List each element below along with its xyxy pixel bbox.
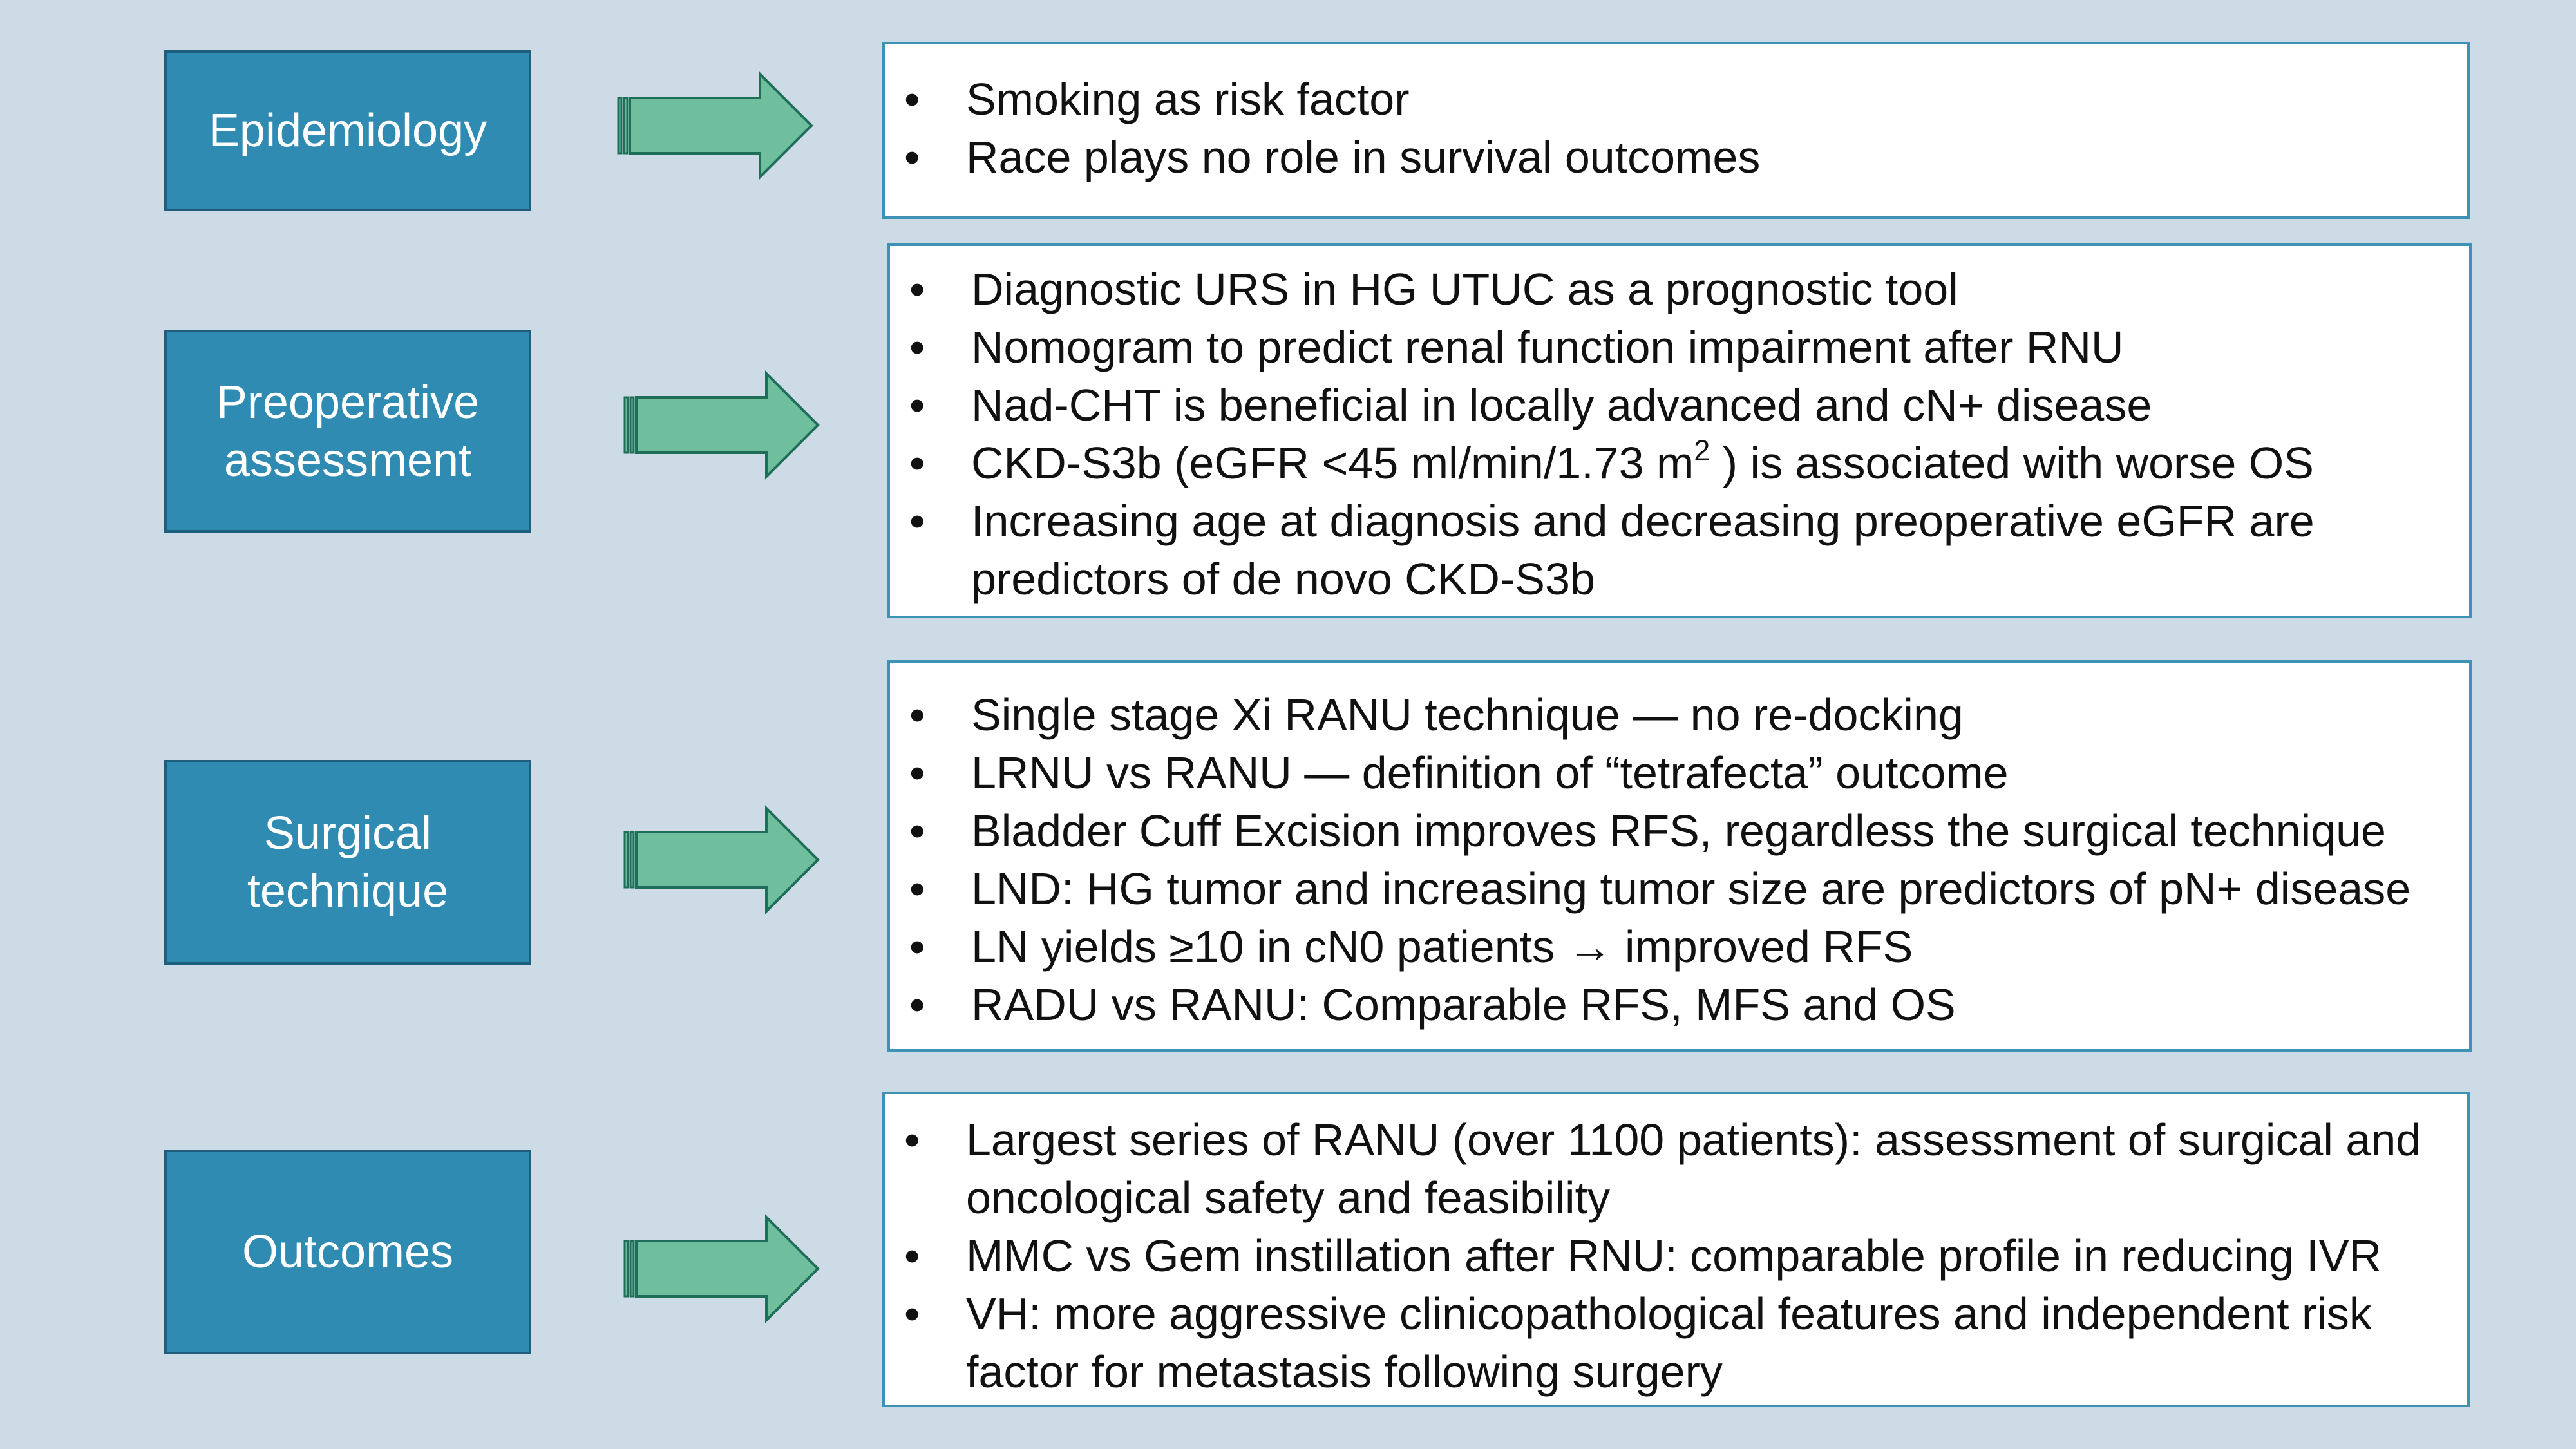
list-item: Bladder Cuff Excision improves RFS, rega…	[909, 802, 2443, 860]
label-preoperative-assessment: Preoperative assessment	[164, 330, 531, 533]
content-epidemiology: Smoking as risk factor Race plays no rol…	[882, 42, 2470, 219]
list-item-ckd: CKD-S3b (eGFR <45 ml/min/1.73 m2 ) is as…	[909, 434, 2443, 492]
list-item: LN yields ≥10 in cN0 patients → improved…	[909, 918, 2443, 976]
label-outcomes-text: Outcomes	[242, 1226, 454, 1278]
right-arrow-icon	[623, 370, 820, 480]
bullet-list: Largest series of RANU (over 1100 patien…	[904, 1111, 2441, 1401]
label-surgical-technique: Surgical technique	[164, 760, 531, 965]
bullet-list: Diagnostic URS in HG UTUC as a prognosti…	[909, 260, 2443, 608]
label-epidemiology-text: Epidemiology	[208, 105, 488, 156]
list-item: LND: HG tumor and increasing tumor size …	[909, 860, 2443, 918]
list-item: Diagnostic URS in HG UTUC as a prognosti…	[909, 260, 2443, 318]
bullet-list: Single stage Xi RANU technique — no re-d…	[909, 686, 2443, 1034]
ckd-superscript: 2	[1694, 434, 1710, 467]
list-item: Largest series of RANU (over 1100 patien…	[904, 1111, 2441, 1227]
bullet-list: Smoking as risk factor Race plays no rol…	[904, 70, 2441, 186]
label-surgical-text: Surgical technique	[247, 808, 449, 917]
list-item: Smoking as risk factor	[904, 70, 2441, 128]
right-arrow-icon	[623, 1214, 820, 1323]
list-item: MMC vs Gem instillation after RNU: compa…	[904, 1227, 2441, 1285]
content-surgical-technique: Single stage Xi RANU technique — no re-d…	[887, 660, 2472, 1052]
content-preoperative-assessment: Diagnostic URS in HG UTUC as a prognosti…	[887, 243, 2472, 618]
ckd-text: CKD-S3b (eGFR <45 ml/min/1.73 m	[971, 438, 1694, 488]
content-outcomes: Largest series of RANU (over 1100 patien…	[882, 1092, 2470, 1407]
ckd-text-tail: ) is associated with worse OS	[1710, 438, 2314, 488]
label-outcomes: Outcomes	[164, 1150, 531, 1354]
list-item: Nomogram to predict renal function impai…	[909, 318, 2443, 376]
list-item: VH: more aggressive clinicopathological …	[904, 1285, 2441, 1401]
list-item: Increasing age at diagnosis and decreasi…	[909, 492, 2443, 608]
list-item: LRNU vs RANU — definition of “tetrafecta…	[909, 744, 2443, 802]
list-item: RADU vs RANU: Comparable RFS, MFS and OS	[909, 976, 2443, 1034]
label-preoperative-text: Preoperative assessment	[216, 376, 480, 486]
right-arrow-icon	[617, 71, 813, 180]
right-arrow-icon	[623, 805, 820, 914]
list-item: Race plays no role in survival outcomes	[904, 128, 2441, 186]
label-epidemiology: Epidemiology	[164, 50, 531, 211]
list-item: Nad-CHT is beneficial in locally advance…	[909, 376, 2443, 434]
list-item: Single stage Xi RANU technique — no re-d…	[909, 686, 2443, 744]
